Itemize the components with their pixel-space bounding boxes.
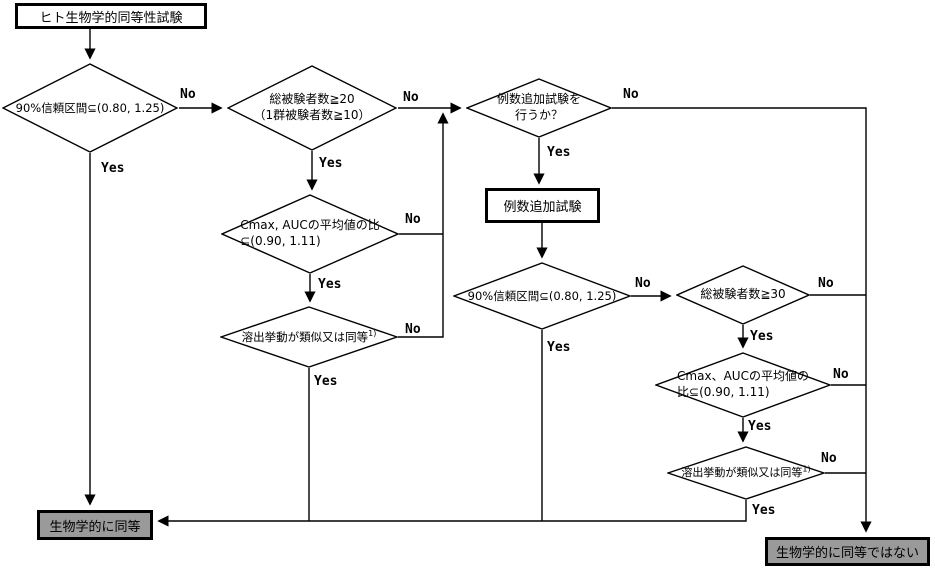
label-yes-subjects-20: Yes bbox=[319, 156, 343, 171]
decision-dissolution-second-label: 溶出挙動が類似又は同等1) bbox=[667, 446, 825, 500]
diamond-shape bbox=[453, 262, 631, 330]
decision-dissolution-second: 溶出挙動が類似又は同等1) bbox=[667, 446, 825, 500]
dissolution-second-main: 溶出挙動が類似又は同等 bbox=[681, 465, 803, 479]
decision-additional-study: 例数追加試験を 行うか？ bbox=[466, 78, 612, 138]
dissolution-first-main: 溶出挙動が類似又は同等 bbox=[241, 329, 369, 344]
decision-additional-study-label: 例数追加試験を 行うか？ bbox=[466, 78, 612, 138]
label-yes-ci90-second: Yes bbox=[547, 340, 571, 355]
edge-additional-no bbox=[612, 107, 872, 533]
additional-test-box: 例数追加試験 bbox=[485, 188, 600, 223]
diamond-shape bbox=[220, 306, 398, 368]
diamond-shape bbox=[667, 446, 825, 500]
dissolution-first-footnote-mark: 1) bbox=[368, 328, 377, 338]
label-yes-cmax-first: Yes bbox=[318, 277, 342, 292]
decision-dissolution-first-label: 溶出挙動が類似又は同等1) bbox=[220, 306, 398, 368]
additional-question-line1: 例数追加試験を bbox=[496, 92, 581, 107]
decision-subjects-30: 総被験者数≧30 bbox=[676, 265, 810, 325]
label-no-cmax-second: No bbox=[833, 367, 849, 382]
label-no-dissolution-second: No bbox=[821, 451, 837, 466]
label-no-additional-study: No bbox=[623, 87, 639, 102]
label-yes-ci90-first: Yes bbox=[101, 161, 125, 176]
diamond-shape bbox=[2, 63, 178, 153]
label-no-ci90-first: No bbox=[180, 87, 196, 102]
label-no-dissolution-first: No bbox=[405, 322, 421, 337]
dissolution-first-text: 溶出挙動が類似又は同等1) bbox=[241, 328, 377, 345]
label-yes-dissolution-first: Yes bbox=[314, 374, 338, 389]
label-no-ci90-second: No bbox=[635, 276, 651, 291]
diamond-shape bbox=[227, 65, 397, 151]
label-yes-cmax-second: Yes bbox=[748, 419, 772, 434]
diamond-shape bbox=[466, 78, 612, 138]
subjects-20-line2: （1群被験者数≧10） bbox=[253, 108, 371, 122]
diamond-shape bbox=[676, 265, 810, 325]
cmax-first-line2: ⊆(0.90, 1.11) bbox=[240, 234, 321, 248]
diamond-shape bbox=[655, 352, 831, 418]
result-not-equivalent-box: 生物学的に同等ではない bbox=[765, 537, 930, 566]
edge-dissolution1-no-up bbox=[398, 112, 449, 338]
decision-ci90-second: 90%信頼区間⊆(0.80, 1.25) bbox=[453, 262, 631, 330]
cmax-first-lines: Cmax, AUCの平均値の比 ⊆(0.90, 1.11) bbox=[240, 218, 380, 249]
decision-cmax-first-label: Cmax, AUCの平均値の比 ⊆(0.90, 1.11) bbox=[221, 194, 399, 274]
edge-dissolution2-yes bbox=[157, 500, 747, 527]
label-yes-dissolution-second: Yes bbox=[752, 503, 776, 518]
cmax-second-line2: 比⊆(0.90, 1.11) bbox=[677, 385, 770, 399]
decision-cmax-second-label: Cmax、AUCの平均値の 比⊆(0.90, 1.11) bbox=[655, 352, 831, 418]
additional-question-line2: 行うか？ bbox=[514, 108, 563, 122]
label-no-subjects-20: No bbox=[403, 90, 419, 105]
start-box-label: ヒト生物学的同等性試験 bbox=[39, 10, 183, 26]
cmax-second-line1: Cmax、AUCの平均値の bbox=[677, 369, 809, 384]
decision-dissolution-first: 溶出挙動が類似又は同等1) bbox=[220, 306, 398, 368]
decision-subjects-20-label: 総被験者数≧20 （1群被験者数≧10） bbox=[227, 65, 397, 151]
dissolution-second-text: 溶出挙動が類似又は同等1) bbox=[681, 464, 811, 480]
decision-ci90-first-label: 90%信頼区間⊆(0.80, 1.25) bbox=[15, 100, 165, 115]
result-not-equivalent-label: 生物学的に同等ではない bbox=[775, 546, 919, 561]
decision-subjects-20: 総被験者数≧20 （1群被験者数≧10） bbox=[227, 65, 397, 151]
decision-cmax-first: Cmax, AUCの平均値の比 ⊆(0.90, 1.11) bbox=[221, 194, 399, 274]
cmax-second-lines: Cmax、AUCの平均値の 比⊆(0.90, 1.11) bbox=[677, 369, 809, 400]
label-no-subjects-30: No bbox=[818, 276, 834, 291]
cmax-first-line1: Cmax, AUCの平均値の比 bbox=[240, 218, 380, 233]
result-equivalent-box: 生物学的に同等 bbox=[37, 510, 153, 540]
start-box: ヒト生物学的同等性試験 bbox=[15, 3, 207, 29]
dissolution-second-footnote-mark: 1) bbox=[802, 464, 811, 474]
diamond-shape bbox=[221, 194, 399, 274]
label-no-cmax-first: No bbox=[405, 212, 421, 227]
decision-ci90-second-label: 90%信頼区間⊆(0.80, 1.25) bbox=[467, 288, 617, 303]
decision-cmax-second: Cmax、AUCの平均値の 比⊆(0.90, 1.11) bbox=[655, 352, 831, 418]
result-equivalent-label: 生物学的に同等 bbox=[49, 519, 141, 535]
decision-ci90-first: 90%信頼区間⊆(0.80, 1.25) bbox=[2, 63, 178, 153]
label-yes-subjects-30: Yes bbox=[750, 329, 774, 344]
subjects-20-line1: 総被験者数≧20 bbox=[269, 92, 355, 107]
label-yes-additional-study: Yes bbox=[547, 145, 571, 160]
additional-test-label: 例数追加試験 bbox=[503, 200, 582, 215]
decision-subjects-30-label: 総被験者数≧30 bbox=[700, 287, 786, 302]
